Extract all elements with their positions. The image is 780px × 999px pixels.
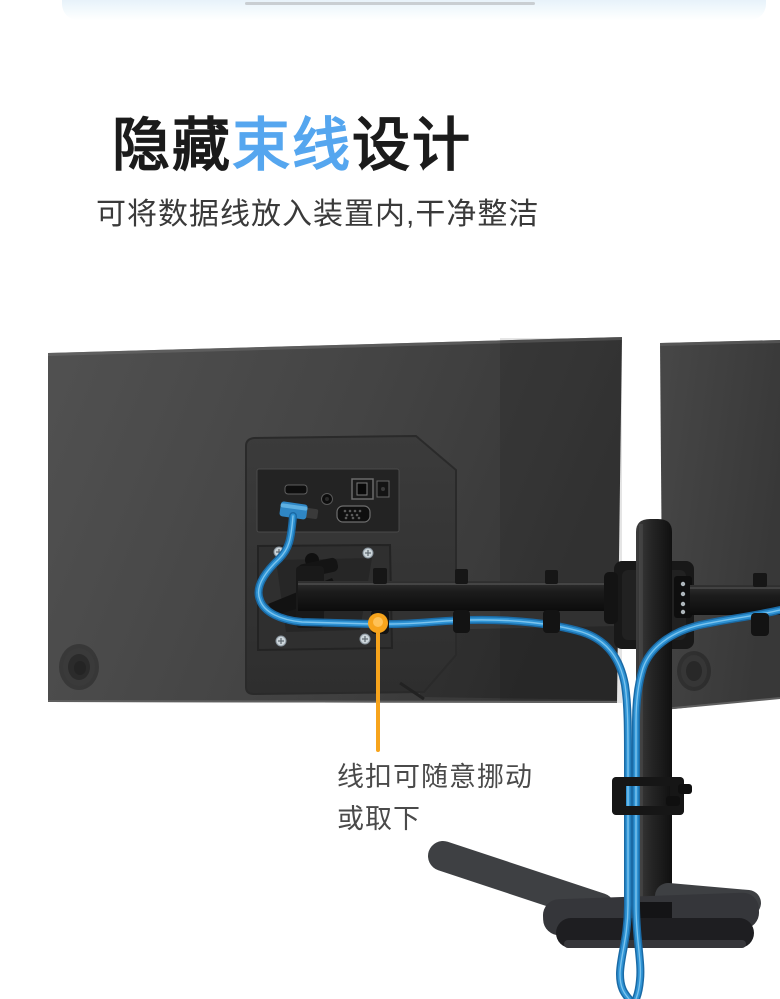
previous-section-edge [62,0,766,20]
divider-line [245,2,535,5]
callout-marker [368,613,388,752]
title-part-3: 设计 [352,113,473,178]
power-port-icon [351,478,374,500]
pole-cable-clip [612,777,692,815]
orange-dot-core [373,617,383,627]
title-part-1: 隐藏 [112,113,233,178]
arm-clip-tab [753,573,767,587]
desk-base [428,841,761,948]
arm-clip-tab [545,570,558,584]
vesa-screw [359,633,371,645]
center-pole [636,519,672,916]
vga-port-icon [336,505,371,523]
hdmi-port-icon [284,484,308,495]
subtitle: 可将数据线放入装置内,干净整洁 [96,198,540,231]
blue-data-cables [254,512,780,999]
blue-cable-plug [279,501,319,520]
dc-port-icon [376,480,390,498]
right-monitor-knob [677,651,711,691]
arm-clip-tab [373,568,387,584]
callout-line-2: 或取下 [337,804,421,834]
left-monitor-knob [59,644,99,690]
vesa-screw [362,547,374,559]
callout-line-1: 线扣可随意挪动 [337,762,533,792]
title-part-2: 束线 [232,113,353,178]
audio-jack-icon [321,493,333,505]
page-title: 隐藏束线设计 [112,98,472,182]
arm-clip-tab [455,569,468,584]
callout-text: 线扣可随意挪动 或取下 [337,756,533,840]
right-monitor-back [660,340,780,710]
vesa-screw [275,635,287,647]
io-port-panel [256,468,400,533]
